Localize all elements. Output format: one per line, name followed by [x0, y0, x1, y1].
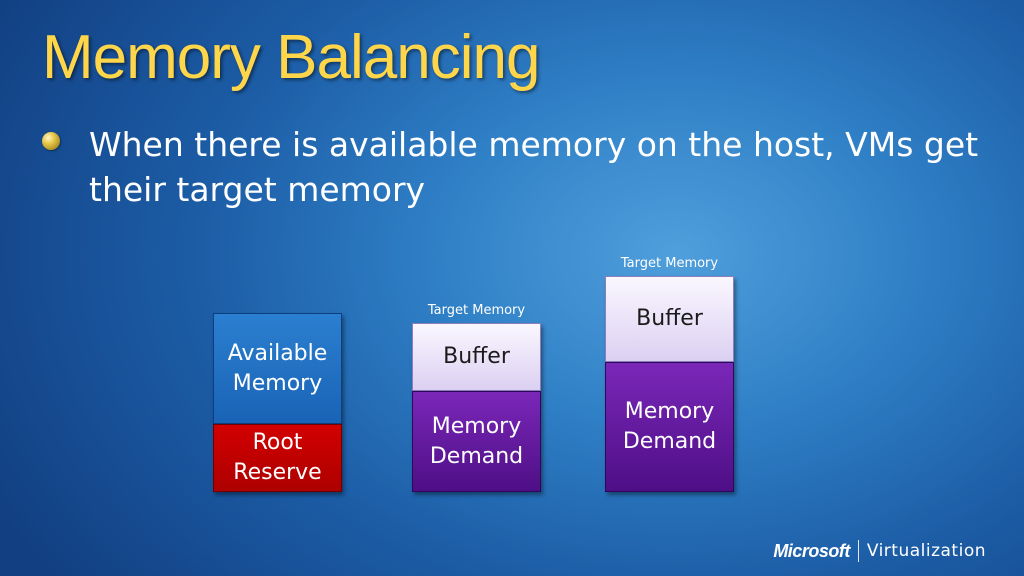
- memory-demand-label-1: Memory Demand: [429, 413, 524, 469]
- available-memory-label: Available Memory: [227, 340, 328, 396]
- footer-branding: Microsoft Virtualization: [773, 540, 986, 562]
- bullet-text: When there is available memory on the ho…: [89, 125, 979, 209]
- target-memory-caption-1: Target Memory: [427, 303, 526, 318]
- bullet-orb-icon: [42, 132, 60, 150]
- memory-demand-block-2: Memory Demand: [605, 362, 734, 492]
- memory-demand-label-2: Memory Demand: [622, 399, 717, 454]
- buffer-label-2: Buffer: [636, 306, 703, 331]
- slide-title: Memory Balancing: [42, 23, 540, 92]
- root-reserve-block: Root Reserve: [213, 424, 342, 492]
- virtualization-label: Virtualization: [866, 541, 986, 561]
- target-memory-caption-2: Target Memory: [620, 256, 719, 271]
- buffer-label-1: Buffer: [443, 344, 510, 369]
- buffer-block-1: Buffer: [412, 323, 541, 391]
- microsoft-logo: Microsoft: [773, 540, 850, 561]
- buffer-block-2: Buffer: [605, 276, 734, 362]
- memory-demand-block-1: Memory Demand: [412, 391, 541, 492]
- brand-divider: [857, 540, 859, 562]
- root-reserve-label: Root Reserve: [233, 430, 322, 485]
- available-memory-block: Available Memory: [213, 313, 342, 424]
